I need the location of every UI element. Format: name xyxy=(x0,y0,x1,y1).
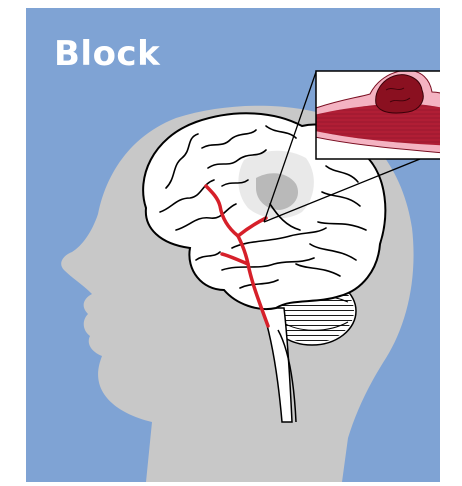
brain-diagram xyxy=(26,8,440,482)
clot-inset xyxy=(310,70,440,159)
diagram-panel: Block xyxy=(26,8,440,482)
